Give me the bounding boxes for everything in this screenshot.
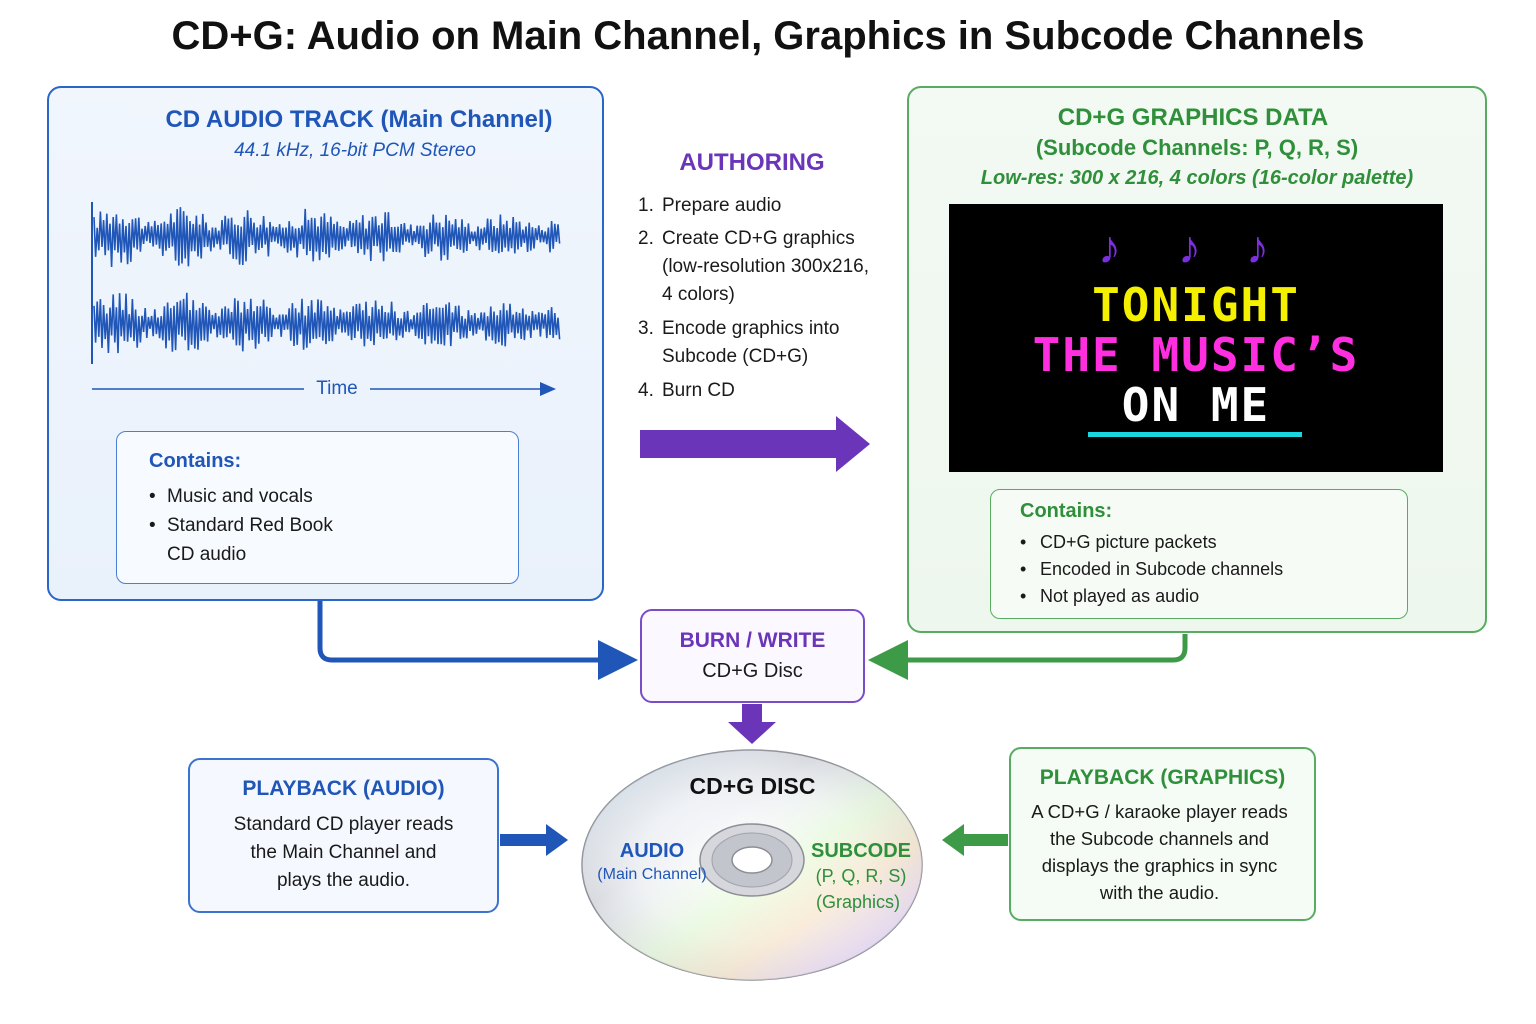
audio-track-subheading: 44.1 kHz, 16-bit PCM Stereo xyxy=(234,140,476,161)
screen-lyric-line-2: THE MUSIC’S xyxy=(1032,328,1360,382)
graphics-contains-list: •CD+G picture packets •Encoded in Subcod… xyxy=(1020,529,1283,610)
burn-to-disc-arrow xyxy=(728,704,776,744)
time-axis-label: Time xyxy=(316,378,358,399)
audio-track-heading: CD AUDIO TRACK (Main Channel) xyxy=(165,106,553,133)
authoring-step-4: 4. Burn CD xyxy=(638,380,735,401)
authoring-steps: 1. Prepare audio 2. Create CD+G graphics… xyxy=(638,192,898,407)
audio-contains-box xyxy=(116,431,519,584)
graphics-contains-heading: Contains: xyxy=(1020,500,1113,522)
audio-contains-heading: Contains: xyxy=(149,450,242,472)
graphics-subheading: (Subcode Channels: P, Q, R, S) xyxy=(1035,135,1359,160)
screen-lyric-line-1: TONIGHT xyxy=(1092,278,1300,332)
authoring-step-1: 1. Prepare audio xyxy=(638,195,782,216)
disc-subcode-label: SUBCODE xyxy=(810,840,911,862)
disc-subcode-sublabel-1: (P, Q, R, S) xyxy=(815,866,907,886)
list-item: CD audio xyxy=(167,544,247,565)
authoring-step-3: 3. Encode graphics into Subcode (CD+G) xyxy=(638,318,840,367)
disc-subcode-sublabel-2: (Graphics) xyxy=(815,892,900,912)
playback-audio-text: Standard CD player reads the Main Channe… xyxy=(233,814,454,891)
authoring-step-2: 2. Create CD+G graphics (low-resolution … xyxy=(638,228,870,305)
graphics-to-burn-arrow xyxy=(868,634,1188,680)
authoring-heading: AUTHORING xyxy=(679,149,825,176)
disc-title: CD+G DISC xyxy=(689,773,816,799)
list-item: •Not played as audio xyxy=(1020,586,1200,606)
burn-write-box xyxy=(640,609,865,703)
playback-graphics-arrow xyxy=(942,824,1008,856)
playback-graphics-text: A CD+G / karaoke player reads the Subcod… xyxy=(1031,801,1288,903)
lyric-progress-underline xyxy=(1088,432,1302,437)
cd-disc xyxy=(581,749,923,981)
authoring-arrow xyxy=(640,416,870,472)
playback-audio-box xyxy=(188,758,499,913)
list-item: •Standard Red Book xyxy=(149,515,333,536)
list-item: •Encoded in Subcode channels xyxy=(1020,559,1284,579)
graphics-contains-box xyxy=(990,489,1408,619)
graphics-heading: CD+G GRAPHICS DATA xyxy=(1057,104,1329,131)
audio-contains-list: •Music and vocals •Standard Red Book CD … xyxy=(149,482,333,569)
disc-audio-label: AUDIO xyxy=(619,840,685,862)
stereo-waveform xyxy=(91,202,561,396)
music-note-icon: ♪ xyxy=(1246,221,1269,273)
burn-label: CD+G Disc xyxy=(702,660,803,682)
music-notes: ♪ ♪ ♪ xyxy=(1098,220,1298,273)
graphics-resolution: Low-res: 300 x 216, 4 colors (16-color p… xyxy=(980,167,1414,189)
list-item: •CD+G picture packets xyxy=(1020,532,1217,552)
page-title: CD+G: Audio on Main Channel, Graphics in… xyxy=(171,14,1365,58)
playback-graphics-box xyxy=(1009,747,1316,921)
screen-lyric-line-3: ON ME xyxy=(1121,378,1271,432)
disc-audio-sublabel: (Main Channel) xyxy=(597,866,707,883)
list-item: •Music and vocals xyxy=(149,486,313,507)
playback-audio-arrow xyxy=(500,824,568,856)
playback-audio-heading: PLAYBACK (AUDIO) xyxy=(242,777,445,800)
audio-to-burn-arrow xyxy=(317,601,638,680)
karaoke-screen xyxy=(949,204,1443,472)
burn-heading: BURN / WRITE xyxy=(679,629,826,652)
playback-graphics-heading: PLAYBACK (GRAPHICS) xyxy=(1039,766,1286,789)
music-note-icon: ♪ xyxy=(1098,221,1121,273)
music-note-icon: ♪ xyxy=(1178,221,1201,273)
